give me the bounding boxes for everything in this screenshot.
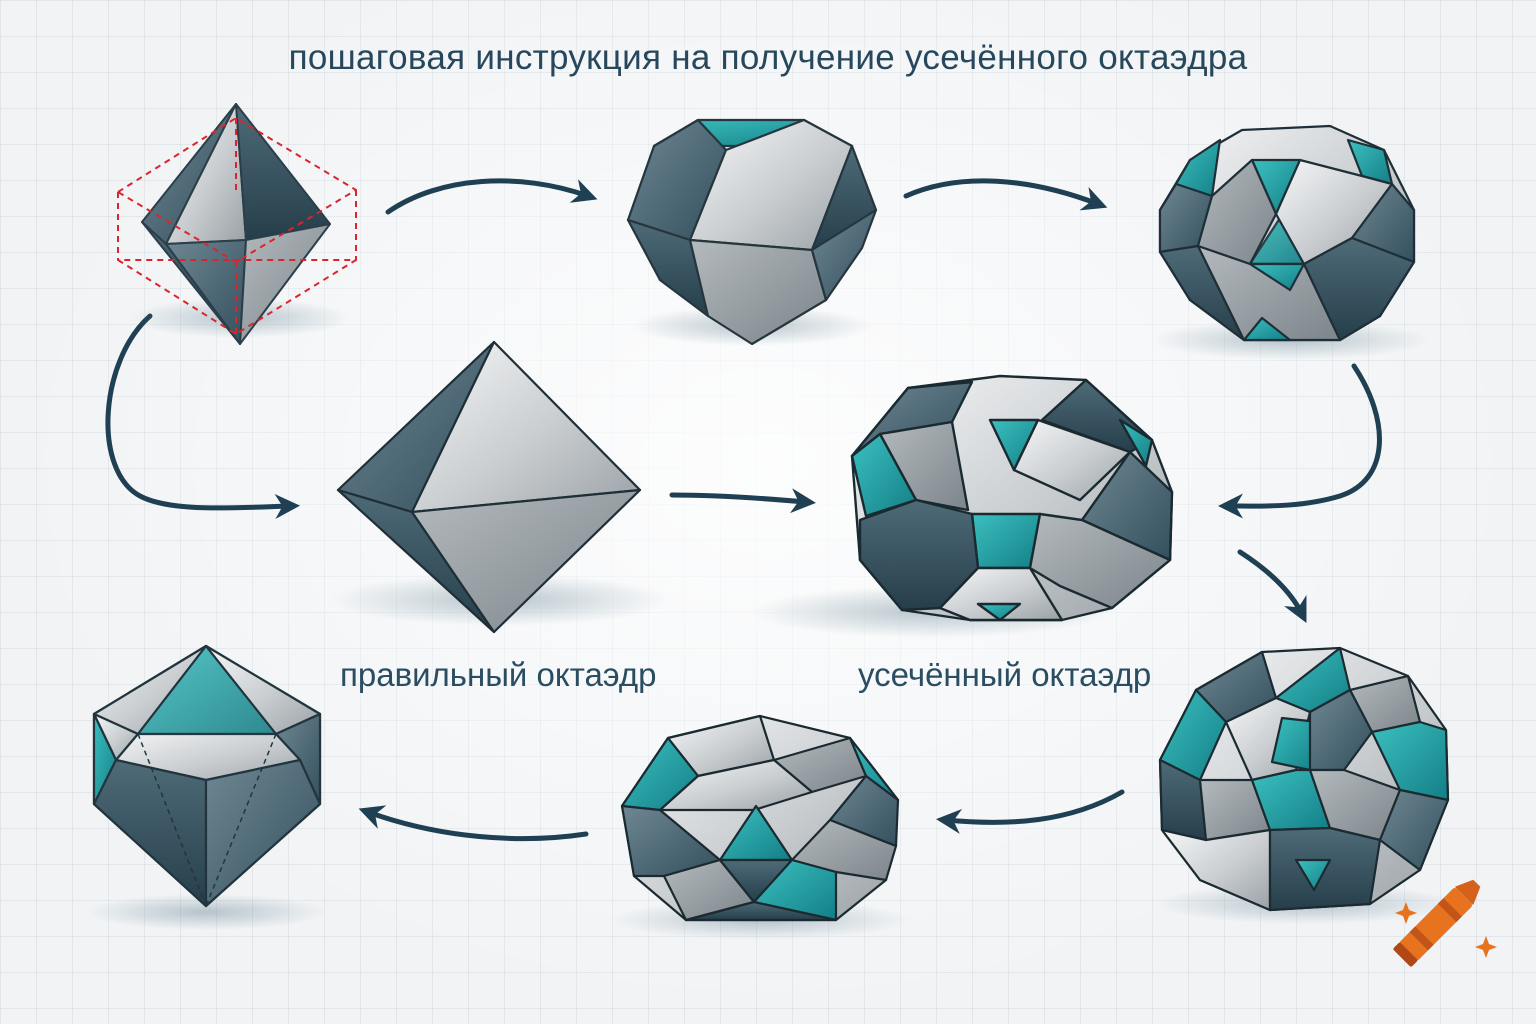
arrow-7-to-8 <box>368 812 586 839</box>
crayon-logo <box>1393 874 1497 967</box>
arrow-6-to-7 <box>946 792 1122 822</box>
arrow-2-to-3 <box>906 181 1098 204</box>
truncation-step-three <box>1150 126 1430 360</box>
truncation-step-seven <box>610 716 910 940</box>
arrow-5-to-6 <box>1240 552 1302 614</box>
arrow-1-to-2 <box>388 181 588 212</box>
regular-octahedron <box>330 342 670 632</box>
octahedron-with-guide-box <box>118 104 356 344</box>
truncation-step-six <box>1156 648 1456 924</box>
arrow-1-down <box>108 316 290 508</box>
partially-truncated-octahedron <box>628 120 876 346</box>
truncated-octahedron <box>750 376 1172 638</box>
sparkle-icon <box>1475 936 1497 958</box>
translucent-polyhedron <box>86 646 326 930</box>
arrow-3-down <box>1228 366 1379 506</box>
arrow-4-to-5 <box>672 495 806 502</box>
